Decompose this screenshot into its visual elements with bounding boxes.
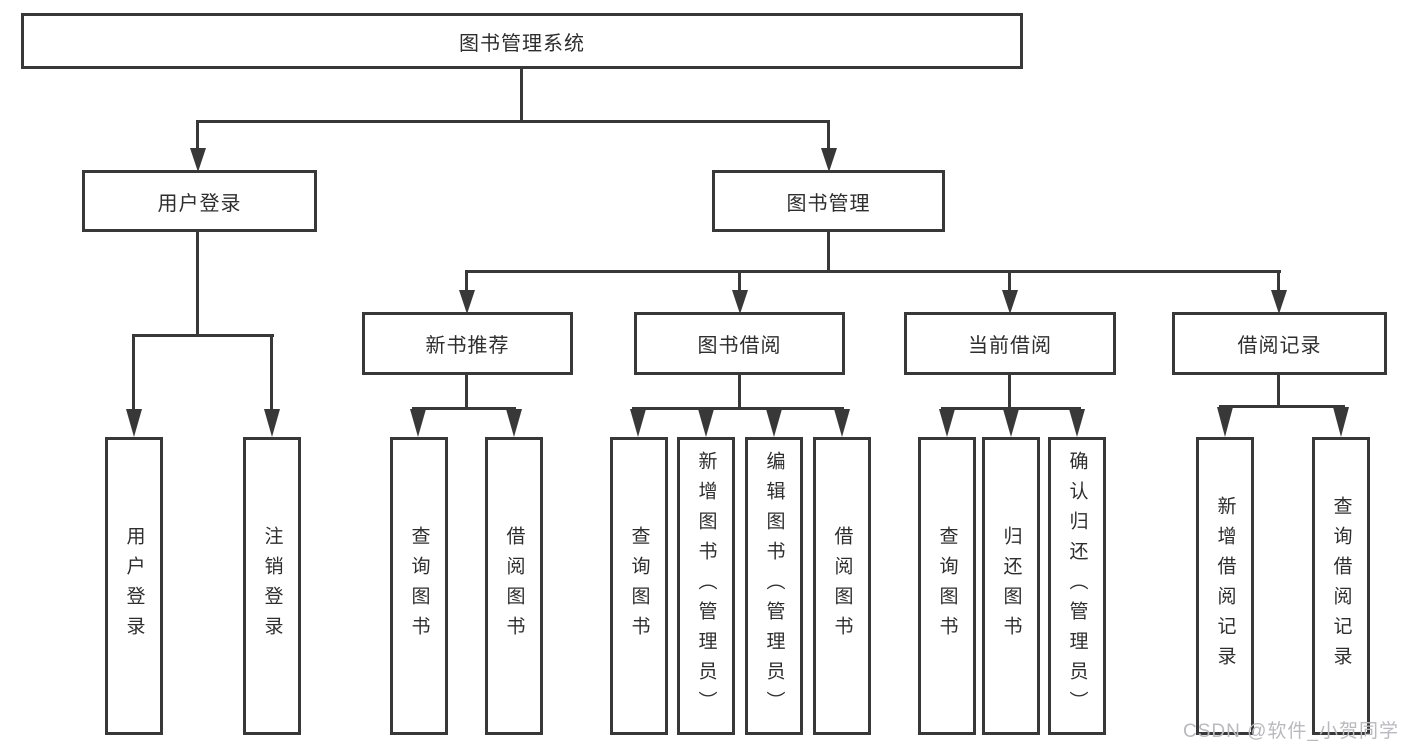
leaf-node-add-books-admin: 新增图书（管理员） [677, 437, 735, 735]
leaf-label: 查询图书 [408, 526, 430, 646]
connector-line [196, 232, 199, 336]
arrow-down-icon [939, 409, 955, 437]
leaf-node-edit-books-admin: 编辑图书（管理员） [745, 437, 803, 735]
connector-line [132, 334, 135, 412]
node-label: 用户登录 [157, 192, 242, 215]
arrow-down-icon [821, 148, 837, 172]
leaf-label: 查询图书 [628, 526, 650, 646]
root-node-library-system: 图书管理系统 [21, 13, 1023, 69]
connector-line [465, 375, 468, 409]
arrow-down-icon [1271, 290, 1287, 314]
arrow-down-icon [766, 409, 782, 437]
connector-line [412, 407, 516, 410]
connector-line [1219, 405, 1345, 408]
connector-line [827, 120, 830, 150]
node-label: 图书管理 [786, 192, 871, 215]
connector-line [465, 270, 1281, 273]
leaf-node-query-books: 查询图书 [610, 437, 668, 735]
arrow-down-icon [190, 148, 206, 172]
leaf-node-confirm-return-admin: 确认归还（管理员） [1048, 437, 1106, 735]
arrow-down-icon [459, 290, 475, 314]
leaf-node-user-login: 用户登录 [105, 437, 163, 735]
leaf-node-query-books: 查询图书 [390, 437, 448, 735]
connector-line [132, 334, 274, 337]
node-borrowing-records: 借阅记录 [1172, 312, 1387, 375]
connector-line [196, 120, 199, 150]
connector-line [520, 69, 523, 122]
connector-line [465, 270, 468, 294]
node-user-login: 用户登录 [82, 170, 317, 232]
node-label: 借阅记录 [1237, 335, 1322, 357]
connector-line [196, 120, 830, 123]
arrow-down-icon [1069, 409, 1085, 437]
node-label: 当前借阅 [968, 335, 1052, 357]
arrow-down-icon [264, 409, 280, 437]
node-label: 新书推荐 [425, 335, 510, 357]
leaf-node-add-borrow-record: 新增借阅记录 [1196, 437, 1254, 735]
connector-line [941, 407, 1081, 410]
arrow-down-icon [506, 409, 522, 437]
leaf-node-logout: 注销登录 [243, 437, 301, 735]
arrow-down-icon [1003, 409, 1019, 437]
connector-line [1277, 270, 1280, 294]
leaf-label: 新增图书（管理员） [695, 451, 717, 721]
node-book-borrowing: 图书借阅 [634, 312, 845, 375]
leaf-label: 借阅图书 [831, 526, 853, 646]
node-current-borrowing: 当前借阅 [904, 312, 1116, 375]
leaf-label: 确认归还（管理员） [1066, 451, 1088, 721]
leaf-label: 查询图书 [936, 526, 958, 646]
leaf-label: 用户登录 [123, 526, 145, 646]
connector-line [632, 407, 844, 410]
leaf-label: 新增借阅记录 [1214, 496, 1236, 676]
leaf-label: 借阅图书 [503, 526, 525, 646]
node-label: 图书借阅 [697, 335, 782, 357]
watermark-text: CSDN @软件_小贺同学 [1183, 721, 1399, 742]
connector-line [827, 232, 830, 272]
leaf-label: 归还图书 [1000, 526, 1022, 646]
node-new-book-recommend: 新书推荐 [362, 312, 573, 375]
leaf-node-query-borrow-record: 查询借阅记录 [1312, 437, 1370, 735]
arrow-down-icon [410, 409, 426, 437]
connector-line [738, 270, 741, 294]
leaf-node-query-books: 查询图书 [918, 437, 976, 735]
root-node-label: 图书管理系统 [459, 32, 585, 55]
arrow-down-icon [834, 409, 850, 437]
leaf-label: 编辑图书（管理员） [763, 451, 785, 721]
leaf-label: 注销登录 [261, 526, 283, 646]
arrow-down-icon [1217, 407, 1233, 437]
leaf-node-borrow-books: 借阅图书 [485, 437, 543, 735]
arrow-down-icon [126, 409, 142, 437]
connector-line [1008, 270, 1011, 294]
connector-line [1277, 375, 1280, 407]
arrow-down-icon [1002, 290, 1018, 314]
leaf-label: 查询借阅记录 [1330, 496, 1352, 676]
connector-line [738, 375, 741, 409]
connector-line [270, 334, 273, 412]
leaf-node-return-books: 归还图书 [982, 437, 1040, 735]
arrow-down-icon [698, 409, 714, 437]
leaf-node-borrow-books: 借阅图书 [813, 437, 871, 735]
connector-line [1008, 375, 1011, 409]
node-book-management: 图书管理 [712, 170, 945, 232]
arrow-down-icon [732, 290, 748, 314]
arrow-down-icon [630, 409, 646, 437]
arrow-down-icon [1333, 407, 1349, 437]
